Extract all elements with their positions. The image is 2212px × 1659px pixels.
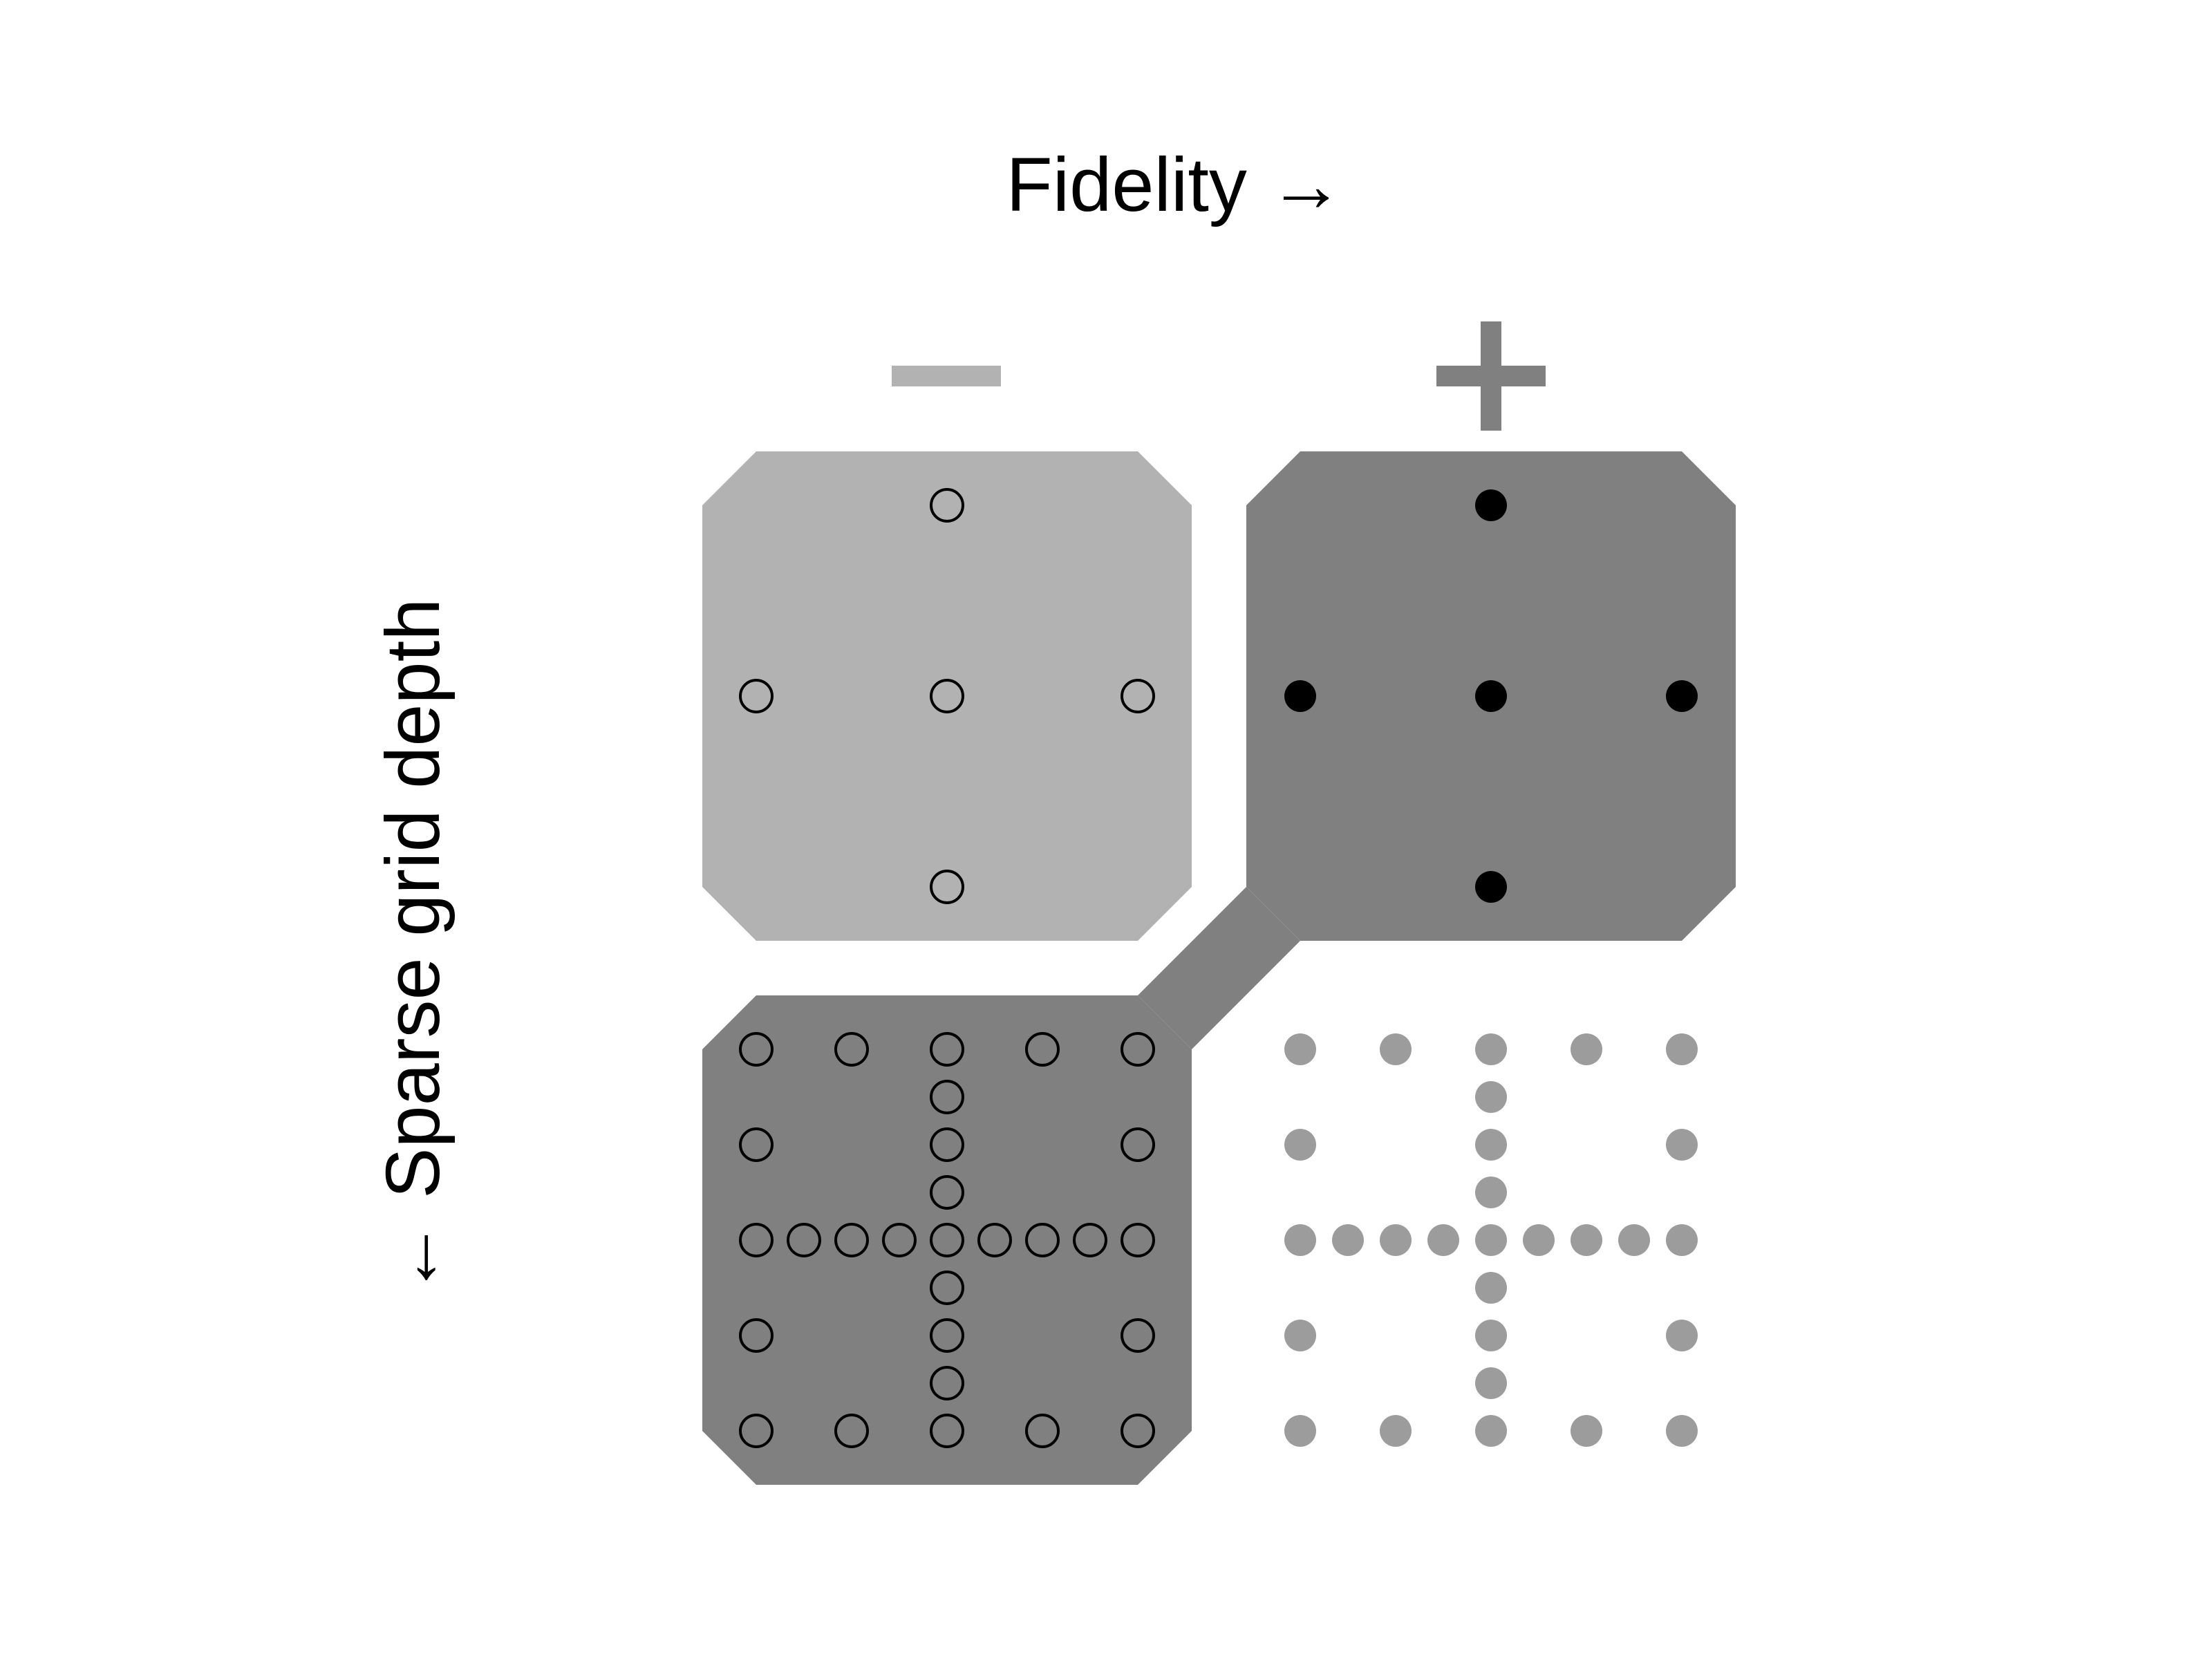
grid-point [1571,1415,1602,1447]
grid-point [1284,1129,1316,1161]
grid-point [739,1414,774,1448]
grid-point [1475,1033,1507,1065]
grid-point [1380,1224,1412,1256]
minus-sign-icon [892,366,1001,386]
grid-point [882,1223,917,1257]
grid-point [1475,1081,1507,1113]
grid-point [1666,1415,1698,1447]
plus-sign-icon [1436,321,1546,431]
grid-point [930,1271,964,1305]
grid-point [1284,680,1316,712]
grid-point [1121,1414,1155,1448]
grid-point [930,1414,964,1448]
panel-low-fidelity-depth-2 [702,995,1192,1485]
grid-point [1121,1032,1155,1067]
grid-point [930,1366,964,1400]
grid-point [1121,1223,1155,1257]
grid-point [930,1318,964,1353]
panels-layer [702,451,1736,1485]
grid-point [930,1175,964,1210]
fidelity-axis-label: Fidelity → [1006,142,1344,227]
grid-point [739,679,774,713]
grid-point [1025,1032,1060,1067]
grid-point [1475,1129,1507,1161]
grid-point [1666,680,1698,712]
grid-point [834,1414,869,1448]
grid-point [1284,1033,1316,1065]
grid-point [1666,1033,1698,1065]
grid-point [1284,1224,1316,1256]
grid-point [1571,1224,1602,1256]
grid-point [930,679,964,713]
grid-point [1427,1224,1459,1256]
grid-point [1523,1224,1555,1256]
grid-point [1666,1224,1698,1256]
grid-point [1121,1318,1155,1353]
grid-point [1571,1033,1602,1065]
grid-point [1121,1127,1155,1162]
grid-point [930,1127,964,1162]
grid-point [977,1223,1012,1257]
grid-point [1666,1320,1698,1351]
grid-point [1380,1415,1412,1447]
grid-point [930,1223,964,1257]
grid-point [739,1223,774,1257]
panel-connector [1138,887,1300,1049]
grid-point [1475,1272,1507,1304]
plus-sign-vertical-bar [1481,321,1501,431]
sparse-grid-depth-axis-label: ← Sparse grid depth [371,599,456,1296]
grid-point [1475,1320,1507,1351]
grid-point [1073,1223,1107,1257]
grid-point [1475,1177,1507,1208]
grid-point [834,1032,869,1067]
grid-point [930,488,964,523]
grid-point [1332,1224,1364,1256]
grid-point [787,1223,821,1257]
grid-point [930,1032,964,1067]
grid-point [739,1318,774,1353]
grid-point [1121,679,1155,713]
grid-points-layer [739,488,1698,1448]
grid-point [1284,1415,1316,1447]
grid-point [1618,1224,1650,1256]
grid-point [1025,1223,1060,1257]
minus-sign-bar [892,366,1001,386]
grid-point [1380,1033,1412,1065]
grid-point [930,870,964,904]
grid-point [1284,1320,1316,1351]
panel-low-fidelity-depth-1 [702,451,1192,941]
grid-point [1475,489,1507,521]
grid-point [739,1032,774,1067]
grid-point [1025,1414,1060,1448]
grid-point [1475,1367,1507,1399]
grid-point [1475,1224,1507,1256]
grid-point [1475,1415,1507,1447]
grid-point [1666,1129,1698,1161]
grid-point [1475,871,1507,903]
grid-point [739,1127,774,1162]
grid-point [834,1223,869,1257]
grid-point [930,1080,964,1114]
grid-point [1475,680,1507,712]
